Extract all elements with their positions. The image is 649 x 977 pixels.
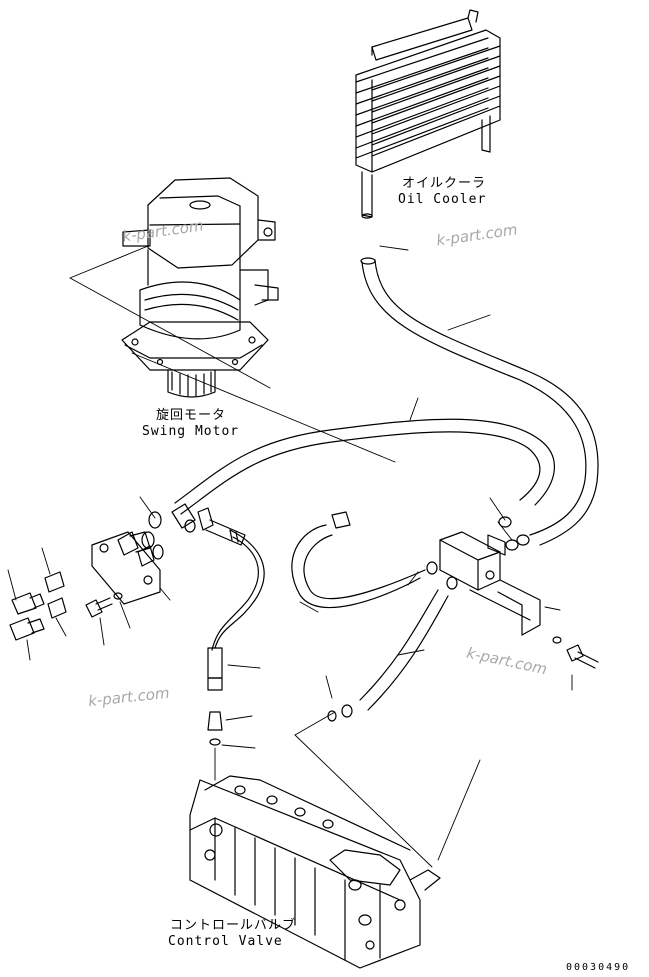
leader-lines (7, 245, 573, 868)
oil-cooler-label-jp: オイルクーラ (402, 176, 487, 191)
swing-motor (121, 177, 279, 398)
control-valve-label-en: Control Valve (168, 934, 283, 949)
figure-code: 00030490 (566, 962, 631, 973)
control-valve (189, 775, 441, 969)
control-valve-label-jp: コントロールバルブ (170, 918, 297, 933)
swing-motor-label-jp: 旋回モータ (156, 408, 227, 423)
oil-cooler (355, 9, 501, 219)
oil-cooler-label-en: Oil Cooler (398, 192, 487, 207)
swing-motor-label-en: Swing Motor (142, 424, 240, 439)
fittings (9, 503, 599, 746)
hoses (174, 257, 599, 711)
